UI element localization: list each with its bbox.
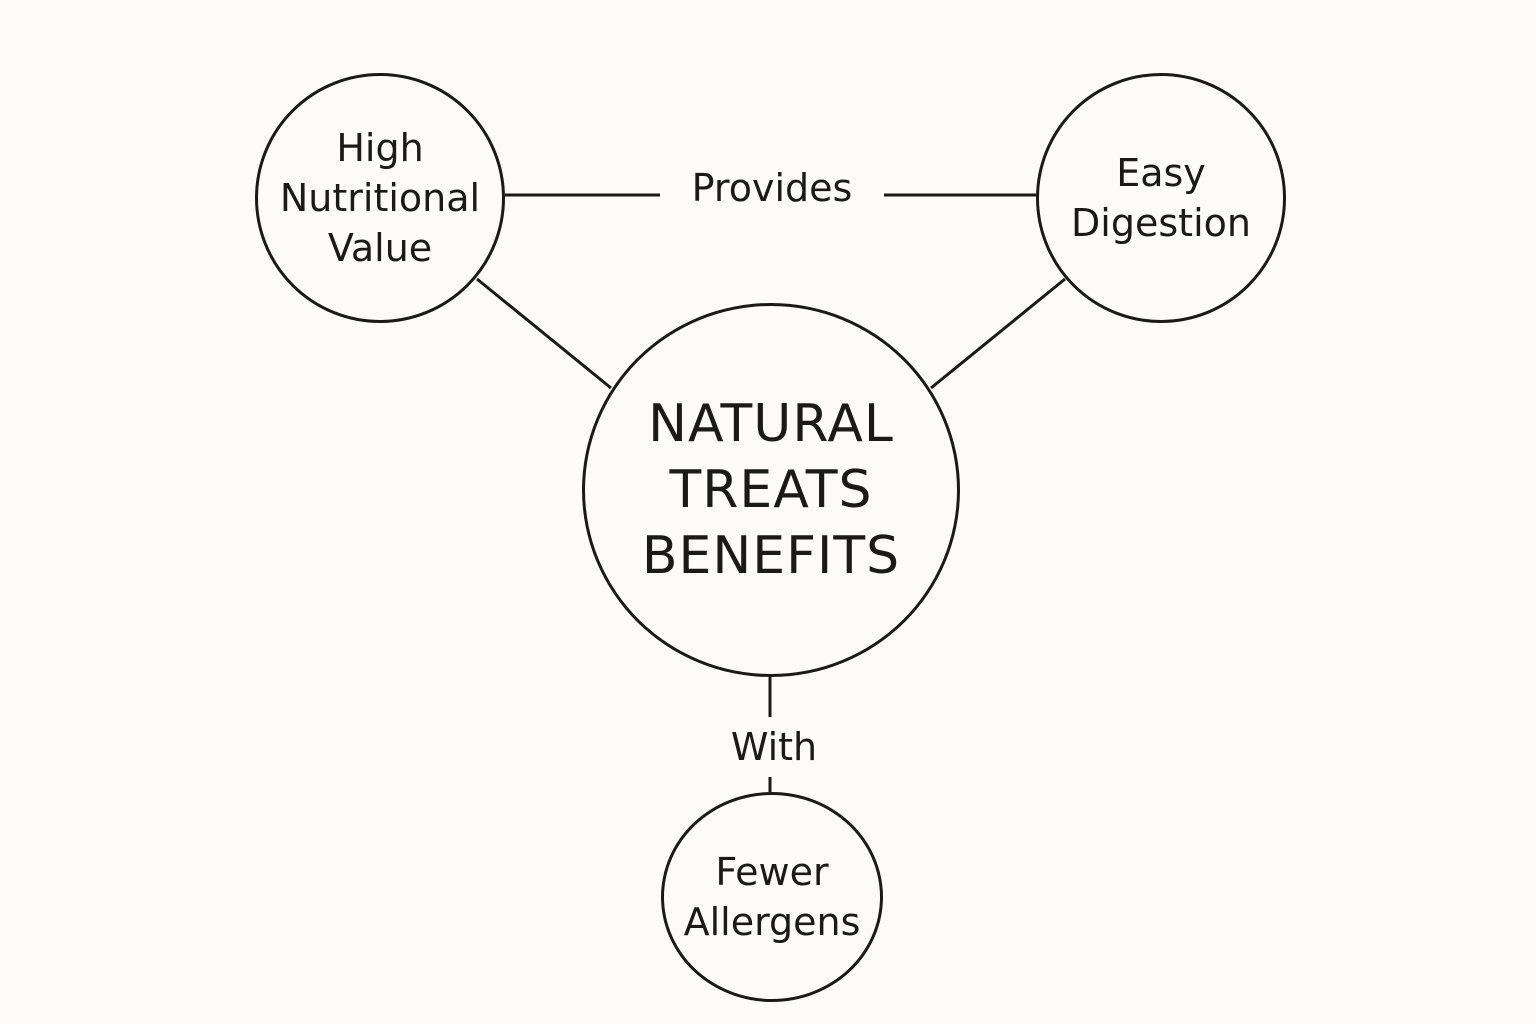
center-label-line: TREATS (669, 460, 873, 520)
node-label-line: Digestion (1071, 201, 1251, 245)
node-label-line: Fewer (715, 850, 829, 894)
edge-nutrition-center (476, 277, 612, 390)
center-label-line: BENEFITS (641, 526, 901, 586)
node-label: High Nutritional Value (280, 123, 480, 273)
edge-digestion-center (930, 277, 1066, 390)
center-label-line: NATURAL (648, 394, 894, 454)
node-label: Easy Digestion (1071, 148, 1251, 248)
node-label: Fewer Allergens (684, 847, 861, 947)
node-natural-treats-benefits: NATURAL TREATS BENEFITS (582, 303, 960, 677)
node-fewer-allergens: Fewer Allergens (661, 792, 883, 1002)
edge-label-provides: Provides (691, 166, 853, 210)
node-label-line: Easy (1116, 151, 1206, 195)
node-label-line: High (336, 126, 424, 170)
node-easy-digestion: Easy Digestion (1036, 73, 1286, 323)
center-node-label: NATURAL TREATS BENEFITS (642, 391, 900, 589)
node-label-line: Value (327, 226, 433, 270)
node-high-nutritional-value: High Nutritional Value (255, 73, 505, 323)
node-label-line: Nutritional (279, 176, 481, 220)
node-label-line: Allergens (683, 900, 861, 944)
edge-label-with: With (730, 725, 818, 769)
